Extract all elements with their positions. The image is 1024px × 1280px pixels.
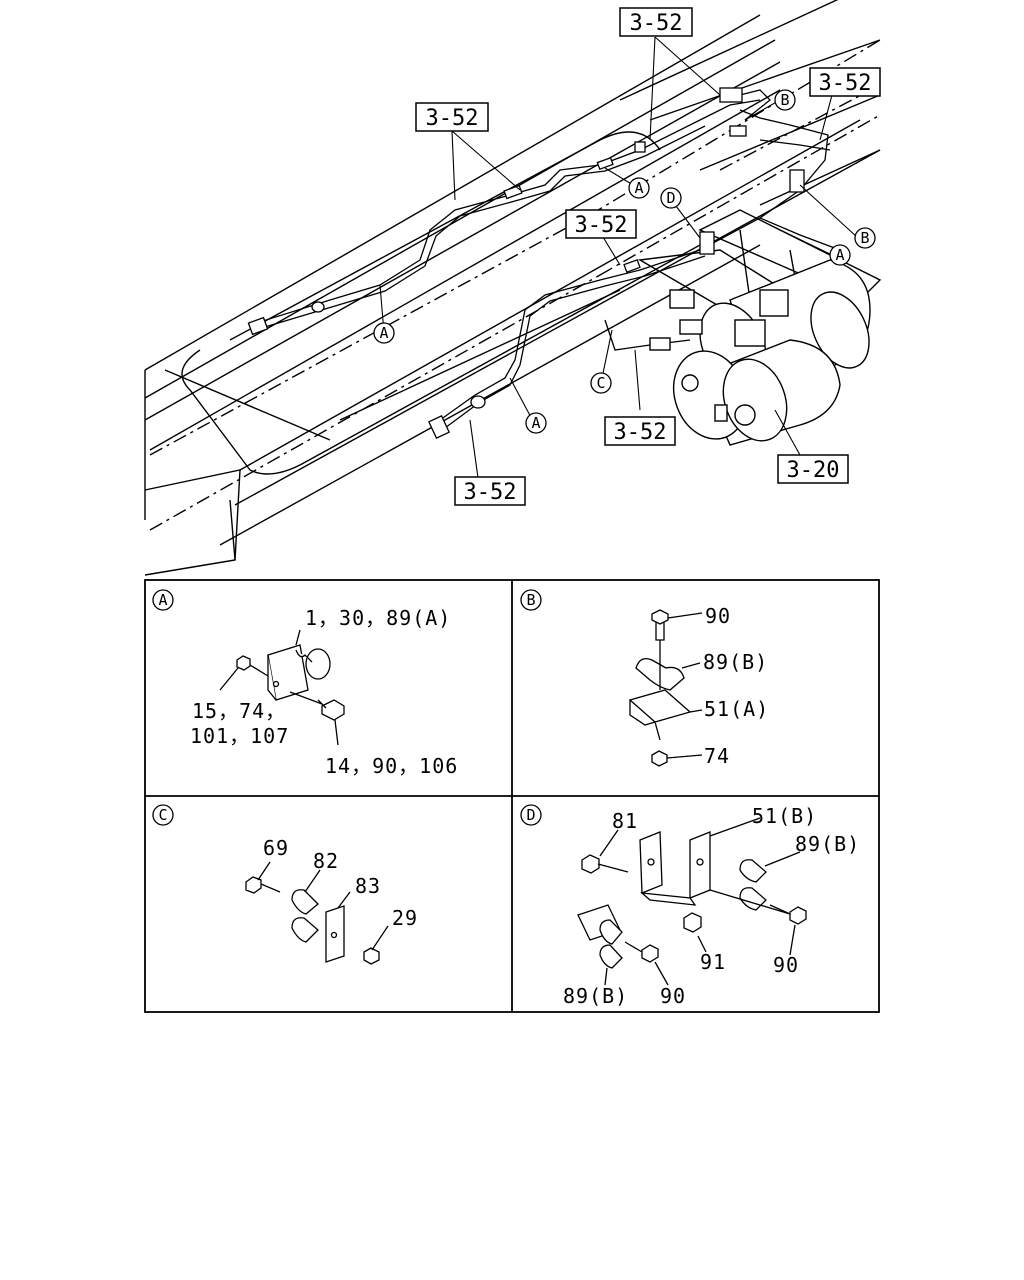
svg-text:D: D bbox=[666, 189, 675, 207]
callout-d: D bbox=[660, 187, 682, 209]
detail-panel-d: D 81 51(B) 89(B) 91 90 89(B) 90 bbox=[520, 804, 860, 1008]
part-label-a-2: 15，74， bbox=[192, 699, 286, 723]
callout-b-2: B bbox=[854, 227, 876, 249]
detail-grid bbox=[144, 579, 880, 1013]
part-label-c-2: 82 bbox=[313, 849, 339, 873]
svg-text:C: C bbox=[596, 374, 605, 392]
svg-text:A: A bbox=[158, 591, 167, 609]
overview-callouts: A A A A B B C D bbox=[373, 89, 876, 434]
ref-label: 3-52 bbox=[464, 480, 517, 505]
bolt-icon bbox=[581, 854, 629, 874]
ref-label: 3-52 bbox=[819, 71, 872, 96]
part-label-d-7: 90 bbox=[660, 984, 686, 1008]
callout-b-1: B bbox=[774, 89, 796, 111]
part-label-b-4: 74 bbox=[704, 744, 730, 768]
part-label-b-1: 90 bbox=[705, 604, 731, 628]
air-tanks bbox=[649, 259, 871, 446]
detail-panel-c: C 69 82 83 29 bbox=[152, 804, 418, 965]
detail-panel-a: A 1，30，89(A) 15，74， 101，107 14，90，106 bbox=[152, 589, 458, 778]
brake-pipes bbox=[249, 89, 841, 429]
frame-rail-left bbox=[144, 14, 781, 451]
ref-label: 3-52 bbox=[614, 420, 667, 445]
part-label-c-4: 29 bbox=[392, 906, 418, 930]
pipe-fittings bbox=[247, 87, 805, 439]
bolt-icon bbox=[624, 941, 659, 963]
svg-text:A: A bbox=[379, 324, 388, 342]
nut-icon bbox=[363, 947, 380, 965]
part-label-b-2: 89(B) bbox=[703, 650, 768, 674]
bolt-icon bbox=[245, 876, 281, 894]
ref-box-3: 3-52 bbox=[809, 67, 881, 97]
part-label-d-3: 89(B) bbox=[795, 832, 860, 856]
panel-letter-b: B bbox=[520, 589, 542, 611]
panel-letter-a: A bbox=[152, 589, 174, 611]
ref-box-6: 3-52 bbox=[454, 476, 526, 506]
callout-a-4: A bbox=[525, 412, 547, 434]
part-label-d-2: 51(B) bbox=[752, 804, 817, 828]
nut-icon bbox=[683, 912, 702, 933]
bolt-icon bbox=[769, 904, 807, 925]
part-label-b-3: 51(A) bbox=[704, 697, 769, 721]
svg-text:A: A bbox=[531, 414, 540, 432]
chassis-overview bbox=[144, 0, 882, 576]
part-label-d-1: 81 bbox=[612, 809, 638, 833]
part-label-d-4: 91 bbox=[700, 950, 726, 974]
svg-text:C: C bbox=[158, 806, 167, 824]
clip-assembly-c bbox=[245, 861, 389, 965]
bolt-icon bbox=[317, 699, 345, 721]
ref-box-1: 3-52 bbox=[619, 7, 693, 37]
part-label-c-1: 69 bbox=[263, 836, 289, 860]
detail-panel-b: B 90 89(B) 51(A) 74 bbox=[520, 589, 769, 768]
callout-a-3: A bbox=[829, 244, 851, 266]
ref-boxes: 3-52 3-52 3-52 3-52 3-52 3-52 3-20 bbox=[415, 7, 881, 506]
panel-letter-c: C bbox=[152, 804, 174, 826]
svg-text:D: D bbox=[526, 806, 535, 824]
clip-assembly-d bbox=[577, 817, 807, 986]
frame-rail-right bbox=[619, 0, 881, 206]
nut-icon bbox=[236, 655, 251, 671]
callout-c: C bbox=[590, 372, 612, 394]
leader-lines bbox=[379, 36, 858, 479]
callout-a-2: A bbox=[628, 177, 650, 199]
part-label-c-3: 83 bbox=[355, 874, 381, 898]
ref-box-7: 3-20 bbox=[777, 454, 849, 484]
ref-label: 3-52 bbox=[426, 106, 479, 131]
part-label-d-6: 89(B) bbox=[563, 984, 628, 1008]
ref-box-2: 3-52 bbox=[415, 102, 489, 132]
svg-text:B: B bbox=[860, 229, 869, 247]
clip-assembly-a bbox=[219, 629, 345, 746]
bolt-icon bbox=[651, 609, 669, 641]
ref-box-5: 3-52 bbox=[604, 416, 676, 446]
ref-label: 3-20 bbox=[787, 458, 840, 483]
clip-assembly-b bbox=[628, 609, 703, 767]
nut-icon bbox=[651, 750, 668, 767]
ref-label: 3-52 bbox=[575, 213, 628, 238]
callout-a-1: A bbox=[373, 322, 395, 344]
part-label-a-4: 14，90，106 bbox=[325, 754, 458, 778]
ref-label: 3-52 bbox=[630, 11, 683, 36]
svg-text:A: A bbox=[634, 179, 643, 197]
svg-text:B: B bbox=[780, 91, 789, 109]
part-label-d-5: 90 bbox=[773, 953, 799, 977]
svg-text:B: B bbox=[526, 591, 535, 609]
part-label-a-1: 1，30，89(A) bbox=[305, 606, 451, 630]
part-label-a-3: 101，107 bbox=[190, 724, 289, 748]
svg-text:A: A bbox=[835, 246, 844, 264]
ref-box-4: 3-52 bbox=[565, 209, 637, 239]
panel-letter-d: D bbox=[520, 804, 542, 826]
